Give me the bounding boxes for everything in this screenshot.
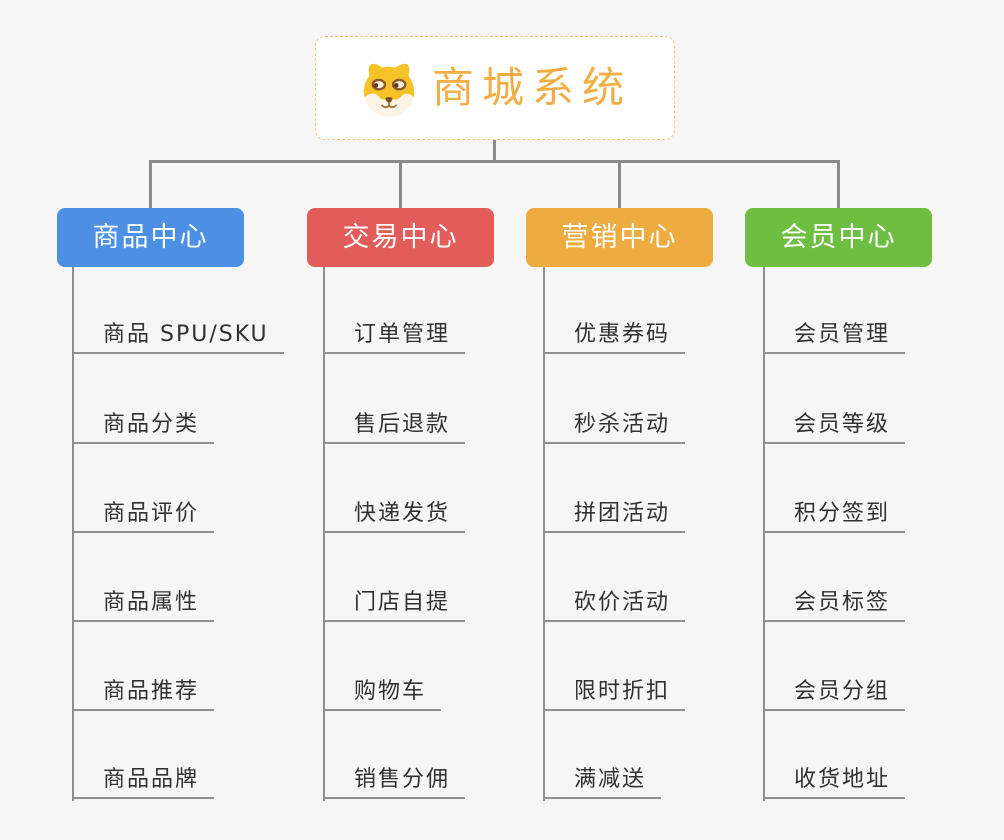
leaf-node[interactable]: 门店自提 (323, 588, 466, 622)
leaf-node[interactable]: 秒杀活动 (543, 410, 686, 444)
leaf-node[interactable]: 购物车 (323, 677, 442, 711)
leaf-node[interactable]: 收货地址 (763, 765, 906, 799)
branch-spine-member (763, 267, 765, 801)
root-node[interactable]: 商城系统 (315, 36, 675, 140)
leaf-node[interactable]: 积分签到 (763, 499, 906, 533)
leaf-node[interactable]: 订单管理 (323, 320, 466, 354)
connector-drop-marketing (618, 160, 621, 209)
leaf-node[interactable]: 商品属性 (72, 588, 215, 622)
leaf-node[interactable]: 限时折扣 (543, 677, 686, 711)
connector-drop-product (149, 160, 152, 209)
leaf-node[interactable]: 会员标签 (763, 588, 906, 622)
leaf-node[interactable]: 商品品牌 (72, 765, 215, 799)
branch-node-member-center[interactable]: 会员中心 (745, 208, 932, 267)
branch-spine-marketing (543, 267, 545, 801)
leaf-node[interactable]: 售后退款 (323, 410, 466, 444)
leaf-node[interactable]: 快递发货 (323, 499, 466, 533)
branch-spine-trade (323, 267, 325, 801)
leaf-node[interactable]: 商品 SPU/SKU (72, 320, 284, 354)
doge-icon (363, 63, 415, 118)
connector-drop-member (837, 160, 840, 209)
leaf-node[interactable]: 会员等级 (763, 410, 906, 444)
connector-root-stem (493, 140, 496, 162)
leaf-node[interactable]: 商品评价 (72, 499, 215, 533)
branch-node-product-center[interactable]: 商品中心 (57, 208, 244, 267)
leaf-node[interactable]: 砍价活动 (543, 588, 686, 622)
leaf-node[interactable]: 销售分佣 (323, 765, 466, 799)
connector-drop-trade (399, 160, 402, 209)
leaf-node[interactable]: 商品分类 (72, 410, 215, 444)
leaf-node[interactable]: 拼团活动 (543, 499, 686, 533)
connector-horizontal-bar (149, 160, 840, 163)
leaf-node[interactable]: 商品推荐 (72, 677, 215, 711)
branch-node-trade-center[interactable]: 交易中心 (307, 208, 494, 267)
leaf-node[interactable]: 满减送 (543, 765, 662, 799)
branch-spine-product (72, 267, 74, 801)
leaf-node[interactable]: 会员管理 (763, 320, 906, 354)
root-title: 商城系统 (431, 63, 632, 112)
leaf-node[interactable]: 优惠券码 (543, 320, 686, 354)
branch-node-marketing-center[interactable]: 营销中心 (526, 208, 713, 267)
leaf-node[interactable]: 会员分组 (763, 677, 906, 711)
